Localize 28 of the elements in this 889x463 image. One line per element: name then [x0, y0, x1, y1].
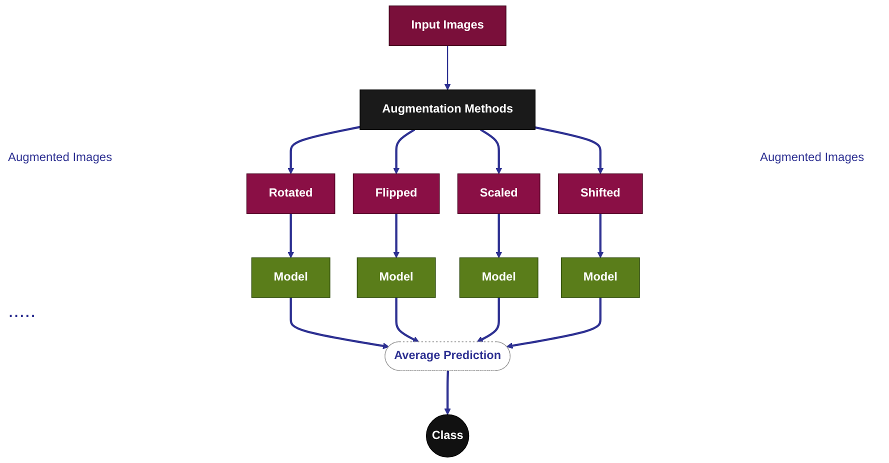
arrow — [597, 214, 604, 258]
arrow — [290, 298, 390, 350]
ellipsis-dots: ..... — [8, 300, 36, 323]
node-box: Model — [251, 257, 330, 298]
arrow — [395, 298, 420, 342]
node-box: Model — [459, 257, 538, 298]
arrow — [444, 370, 451, 415]
arrow — [476, 298, 500, 342]
node-box: Flipped — [352, 173, 440, 214]
node-box: Augmentation Methods — [360, 89, 536, 130]
annotation-text: Augmented Images — [760, 150, 864, 164]
arrow — [392, 128, 416, 174]
arrow — [534, 126, 604, 174]
arrow — [287, 126, 360, 174]
node-box: Model — [560, 257, 640, 298]
arrow — [287, 214, 294, 258]
node-box: Input Images — [388, 6, 506, 46]
arrow — [480, 128, 502, 174]
arrow — [444, 46, 451, 90]
annotation-text: Augmented Images — [8, 150, 112, 164]
arrow — [495, 214, 502, 258]
arrow — [506, 298, 602, 349]
node-box: Model — [356, 257, 436, 298]
node-circle: Class — [426, 414, 470, 458]
arrow — [392, 214, 400, 258]
node-box: Rotated — [246, 173, 336, 214]
node-box: Scaled — [457, 173, 540, 214]
node-box: Shifted — [558, 173, 643, 214]
